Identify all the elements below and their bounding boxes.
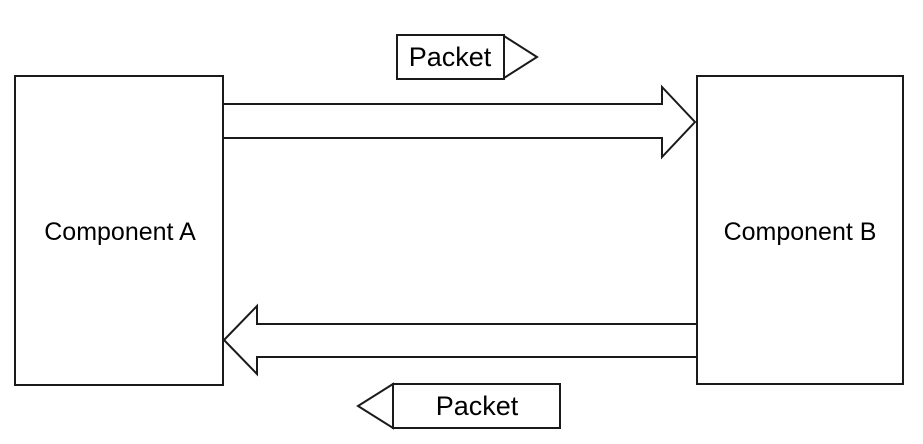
component-a-box: [14, 75, 224, 386]
component-a-label: Component A: [44, 218, 196, 246]
packet-top-box: [396, 34, 505, 80]
packet-bottom-arrowhead-icon: [356, 382, 394, 430]
packet-callout-bottom: Packet: [356, 382, 561, 430]
arrow-b-to-a: [222, 303, 698, 377]
arrow-a-to-b: [222, 84, 697, 160]
packet-callout-top: Packet: [396, 34, 539, 80]
packet-top-arrowhead-icon: [503, 34, 539, 80]
packet-top-label: Packet: [409, 42, 492, 72]
component-b-label: Component B: [724, 218, 877, 246]
packet-bottom-label: Packet: [436, 391, 519, 421]
packet-bottom-box: [392, 383, 561, 429]
component-b-box: [696, 75, 904, 385]
